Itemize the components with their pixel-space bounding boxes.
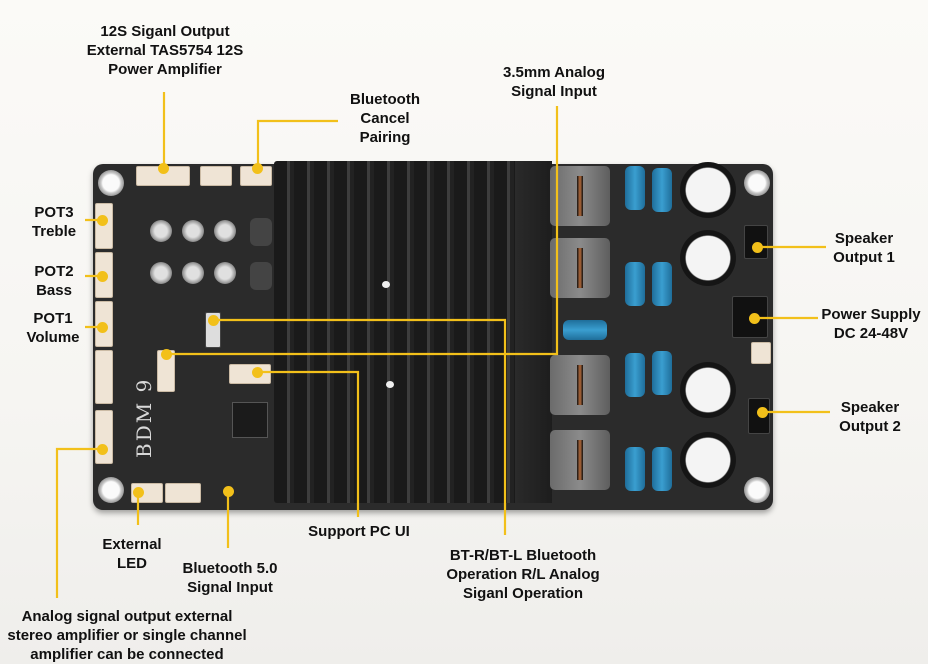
- marker-dot: [97, 271, 108, 282]
- label-pot2: POT2 Bass: [34, 263, 74, 299]
- label-speaker-output-1: Speaker Output 1: [833, 230, 895, 266]
- capacitor: [214, 220, 236, 242]
- board-silkscreen: BDM 9: [132, 377, 156, 458]
- film-capacitor: [652, 351, 672, 395]
- label-bt-cancel-pairing: Bluetooth Cancel Pairing: [350, 91, 420, 146]
- label-support-pc-ui: Support PC UI: [308, 523, 410, 540]
- film-capacitor: [625, 166, 645, 210]
- heatsink-screw: [382, 281, 390, 288]
- mounting-hole: [744, 170, 770, 196]
- film-capacitor: [625, 447, 645, 491]
- marker-dot: [252, 367, 263, 378]
- film-capacitor: [652, 262, 672, 306]
- analog-output-connector: [95, 410, 113, 464]
- connector: [95, 350, 113, 404]
- film-capacitor: [563, 320, 607, 340]
- label-pot3: POT3 Treble: [31, 204, 77, 240]
- connector: [751, 342, 771, 364]
- electrolytic-capacitor: [680, 162, 736, 218]
- label-bt-rl-operation: BT-R/BT-L Bluetooth Operation R/L Analog…: [446, 547, 600, 602]
- inductor: [250, 262, 272, 290]
- marker-dot: [133, 487, 144, 498]
- marker-dot: [97, 215, 108, 226]
- film-capacitor: [625, 262, 645, 306]
- capacitor: [150, 220, 172, 242]
- pot3-connector: [95, 203, 113, 249]
- capacitor: [182, 220, 204, 242]
- film-capacitor: [652, 168, 672, 212]
- marker-dot: [161, 349, 172, 360]
- output-inductor: [550, 355, 610, 415]
- marker-dot: [158, 163, 169, 174]
- film-capacitor: [625, 353, 645, 397]
- marker-dot: [749, 313, 760, 324]
- connector: [200, 166, 232, 186]
- connector: [165, 483, 201, 503]
- marker-dot: [252, 163, 263, 174]
- marker-dot: [223, 486, 234, 497]
- output-inductor: [550, 238, 610, 298]
- heatsink-end: [515, 161, 552, 503]
- mounting-hole: [98, 170, 124, 196]
- label-external-led: External LED: [102, 536, 162, 572]
- label-i2s-output: 12S Siganl Output External TAS5754 12S P…: [86, 23, 244, 78]
- capacitor: [182, 262, 204, 284]
- film-capacitor: [652, 447, 672, 491]
- capacitor: [150, 262, 172, 284]
- marker-dot: [208, 315, 219, 326]
- electrolytic-capacitor: [680, 230, 736, 286]
- output-inductor: [550, 430, 610, 490]
- electrolytic-capacitor: [680, 432, 736, 488]
- output-inductor: [550, 166, 610, 226]
- heatsink: [274, 161, 552, 503]
- label-bt-signal-input: Bluetooth 5.0 Signal Input: [182, 560, 278, 596]
- mounting-hole: [98, 477, 124, 503]
- marker-dot: [97, 322, 108, 333]
- mounting-hole: [744, 477, 770, 503]
- label-analog-input: 3.5mm Analog Signal Input: [503, 64, 605, 100]
- label-speaker-output-2: Speaker Output 2: [839, 399, 901, 435]
- heatsink-screw: [386, 381, 394, 388]
- dsp-chip: [232, 402, 268, 438]
- label-pot1: POT1 Volume: [26, 310, 80, 346]
- pc-ui-connector: [229, 364, 271, 384]
- inductor: [250, 218, 272, 246]
- marker-dot: [752, 242, 763, 253]
- label-analog-output: Analog signal output external stereo amp…: [7, 608, 247, 663]
- marker-dot: [97, 444, 108, 455]
- capacitor: [214, 262, 236, 284]
- label-power-supply: Power Supply DC 24-48V: [821, 306, 921, 342]
- marker-dot: [757, 407, 768, 418]
- electrolytic-capacitor: [680, 362, 736, 418]
